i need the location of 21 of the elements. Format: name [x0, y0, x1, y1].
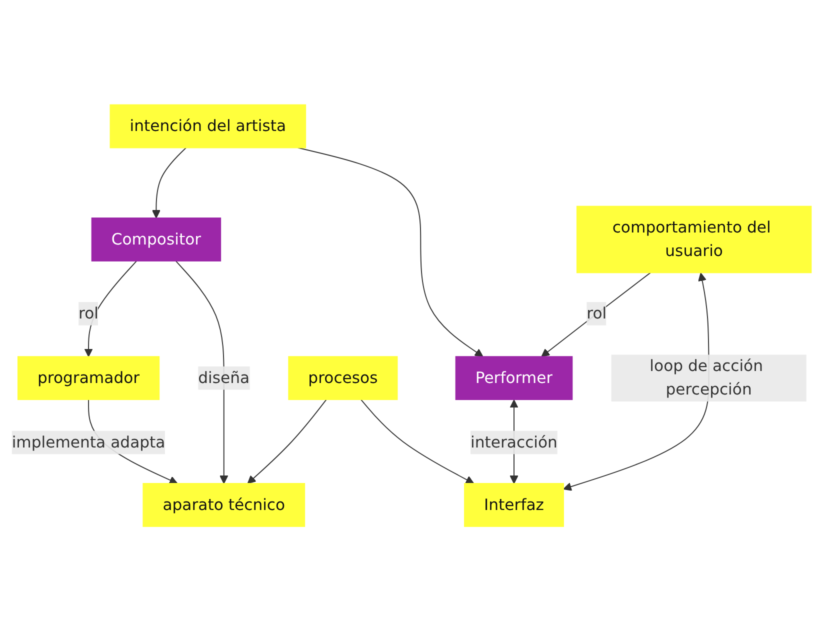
- arrow: [152, 148, 187, 219]
- edge-label: diseña: [198, 368, 250, 388]
- node-box: Performer: [455, 356, 573, 400]
- arrow: [541, 272, 651, 358]
- node-box: intención del artista: [110, 104, 306, 149]
- arrow: [360, 399, 474, 484]
- edge-label: interacción: [470, 433, 558, 452]
- arrow: [84, 260, 138, 358]
- arrow: [175, 260, 228, 484]
- node-box: aparato técnico: [142, 483, 306, 528]
- edge-label: rol: [586, 304, 607, 323]
- node-box: procesos: [288, 356, 398, 400]
- edge-label: rol: [78, 304, 99, 323]
- edge-label: implementa adapta: [12, 433, 166, 452]
- arrow: [563, 273, 710, 492]
- node-box: programador: [17, 356, 160, 400]
- node-box: Compositor: [91, 218, 222, 262]
- node-box: comportamiento del usuario: [576, 206, 812, 274]
- node-box: Interfaz: [464, 483, 564, 528]
- arrow: [247, 399, 327, 484]
- edge-label: loop de acción percepción: [650, 356, 764, 399]
